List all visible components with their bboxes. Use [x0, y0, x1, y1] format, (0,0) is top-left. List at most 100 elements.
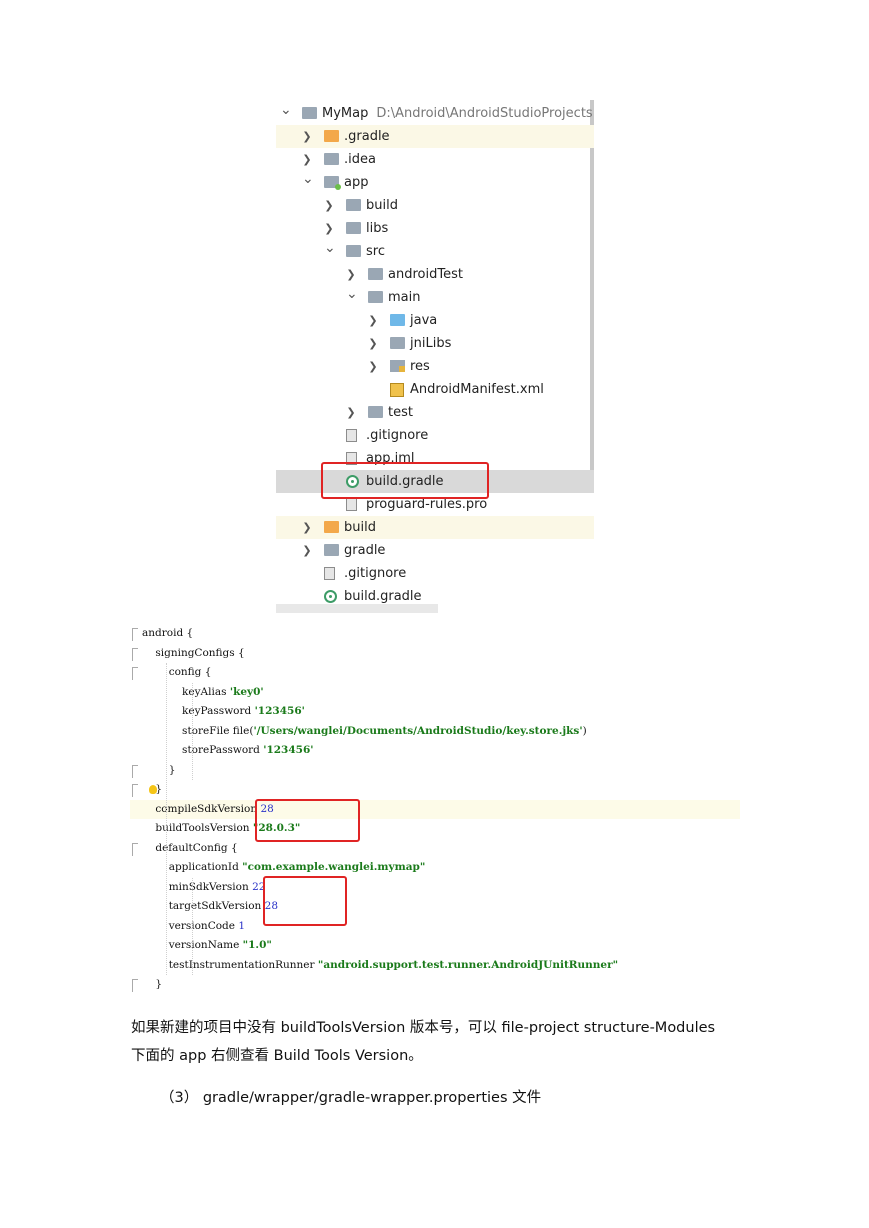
tree-item[interactable]: build.gradle [276, 470, 594, 493]
tree-item[interactable]: ❯ test [276, 401, 594, 424]
tree-item-label: java [410, 313, 438, 328]
chevron-right-icon[interactable]: ❯ [302, 130, 312, 143]
folder-icon [346, 199, 361, 211]
code-string: '123456' [263, 744, 314, 756]
tree-item-label: build.gradle [366, 474, 444, 489]
chevron-right-icon[interactable]: ❯ [302, 153, 312, 166]
tree-item[interactable]: ❯jniLibs [276, 332, 594, 355]
tree-item[interactable]: ⌄app [276, 171, 594, 194]
fold-marker-icon[interactable] [132, 647, 138, 661]
tree-item-label: build [344, 520, 376, 535]
tree-item[interactable]: ❯ build [276, 516, 594, 539]
gradle-file-icon [346, 475, 359, 488]
code-line: signingConfigs { [130, 644, 740, 664]
folder-icon [324, 521, 339, 533]
paragraph-line-1: 如果新建的项目中没有 buildToolsVersion 版本号，可以 file… [131, 1020, 716, 1036]
tree-item[interactable]: ❯ java [276, 309, 594, 332]
chevron-down-icon[interactable]: ⌄ [280, 102, 292, 118]
folder-icon [324, 130, 339, 142]
highlight-box-min-target-sdk [263, 876, 347, 926]
tree-item[interactable]: ⌄src [276, 240, 594, 263]
text-file-icon [324, 567, 335, 580]
chevron-right-icon[interactable]: ❯ [368, 360, 378, 373]
code-text: compileSdkVersion [142, 802, 261, 815]
tree-item[interactable]: ❯build [276, 194, 594, 217]
code-text: applicationId [142, 861, 243, 873]
tree-item[interactable]: ⌄main [276, 286, 594, 309]
section-heading: （3） gradle/wrapper/gradle-wrapper.proper… [160, 1090, 542, 1106]
fold-marker-icon[interactable] [132, 764, 138, 778]
tree-item[interactable]: build.gradle [276, 585, 594, 608]
iml-file-icon [346, 452, 357, 465]
tree-item[interactable]: ❯gradle [276, 539, 594, 562]
code-number: 28 [264, 900, 279, 912]
chevron-down-icon[interactable]: ⌄ [302, 171, 314, 187]
tree-item[interactable]: ❯ .gradle [276, 125, 594, 148]
paragraph-line-2: 下面的 app 右侧查看 Build Tools Version。 [131, 1048, 423, 1064]
tree-item[interactable]: .gitignore [276, 562, 594, 585]
code-line: } [130, 761, 740, 781]
lightbulb-icon[interactable] [149, 785, 157, 794]
chevron-right-icon[interactable]: ❯ [368, 314, 378, 327]
code-number: 22 [252, 880, 266, 893]
chevron-down-icon[interactable]: ⌄ [346, 286, 358, 302]
chevron-right-icon[interactable]: ❯ [324, 222, 334, 235]
code-text: } [142, 978, 163, 990]
indent-guide [166, 663, 167, 975]
code-text: keyAlias [142, 685, 230, 698]
tree-horizontal-scrollbar[interactable] [276, 604, 438, 613]
tree-item[interactable]: .gitignore [276, 424, 594, 447]
code-text: signingConfigs { [142, 646, 245, 659]
tree-item[interactable]: ❯libs [276, 217, 594, 240]
folder-icon [346, 245, 361, 257]
code-line: applicationId "com.example.wanglei.mymap… [130, 858, 740, 878]
code-text: ) [582, 724, 587, 737]
project-tree: ⌄ MyMap D:\Android\AndroidStudioProjects ❯.… [276, 100, 594, 613]
code-text: versionCode [142, 919, 239, 932]
chevron-right-icon[interactable]: ❯ [302, 521, 312, 534]
code-line: versionCode 1 [130, 917, 740, 937]
code-text: android { [142, 627, 194, 639]
chevron-down-icon[interactable]: ⌄ [324, 240, 336, 256]
tree-item[interactable]: ❯androidTest [276, 263, 594, 286]
project-path: D:\Android\AndroidStudioProjects [376, 106, 593, 121]
tree-root-item[interactable]: ⌄ MyMap D:\Android\AndroidStudioProjects [276, 102, 594, 125]
code-text: minSdkVersion [142, 880, 253, 893]
fold-marker-icon[interactable] [132, 667, 138, 680]
tree-item[interactable]: proguard-rules.pro [276, 493, 594, 516]
source-folder-icon [390, 314, 405, 326]
chevron-right-icon[interactable]: ❯ [346, 406, 356, 419]
code-number: 28 [260, 802, 274, 815]
chevron-right-icon[interactable]: ❯ [324, 199, 334, 212]
code-line: } [130, 975, 740, 995]
code-text: targetSdkVersion [142, 900, 265, 912]
module-folder-icon [324, 176, 341, 190]
code-line: versionName "1.0" [130, 936, 740, 956]
fold-marker-icon[interactable] [132, 842, 138, 856]
folder-icon [368, 406, 383, 418]
code-string: "1.0" [242, 939, 272, 951]
code-line: targetSdkVersion 28 [130, 897, 740, 917]
fold-marker-icon[interactable] [132, 979, 138, 992]
tree-item[interactable]: ❯res [276, 355, 594, 378]
chevron-right-icon[interactable]: ❯ [346, 268, 356, 281]
chevron-right-icon[interactable]: ❯ [368, 337, 378, 350]
fold-marker-icon[interactable] [132, 628, 138, 641]
tree-item-label: .gradle [344, 129, 390, 144]
code-text: keyPassword [142, 705, 255, 717]
tree-item[interactable]: AndroidManifest.xml [276, 378, 594, 401]
fold-marker-icon[interactable] [132, 784, 138, 797]
code-line: compileSdkVersion 28 [130, 799, 740, 819]
chevron-right-icon[interactable]: ❯ [302, 544, 312, 557]
resource-folder-icon [390, 360, 405, 372]
code-editor: android { signingConfigs { config { keyA… [130, 622, 740, 1000]
code-string: 'key0' [229, 685, 264, 698]
code-string: '/Users/wanglei/Documents/AndroidStudio/… [253, 724, 583, 737]
project-name: MyMap [322, 106, 369, 121]
folder-icon [390, 337, 405, 349]
tree-item[interactable]: ❯.idea [276, 148, 594, 171]
tree-item-label: test [388, 405, 413, 420]
folder-icon [368, 291, 383, 303]
code-text: storePassword [142, 744, 264, 756]
tree-scrollbar[interactable] [590, 100, 594, 470]
